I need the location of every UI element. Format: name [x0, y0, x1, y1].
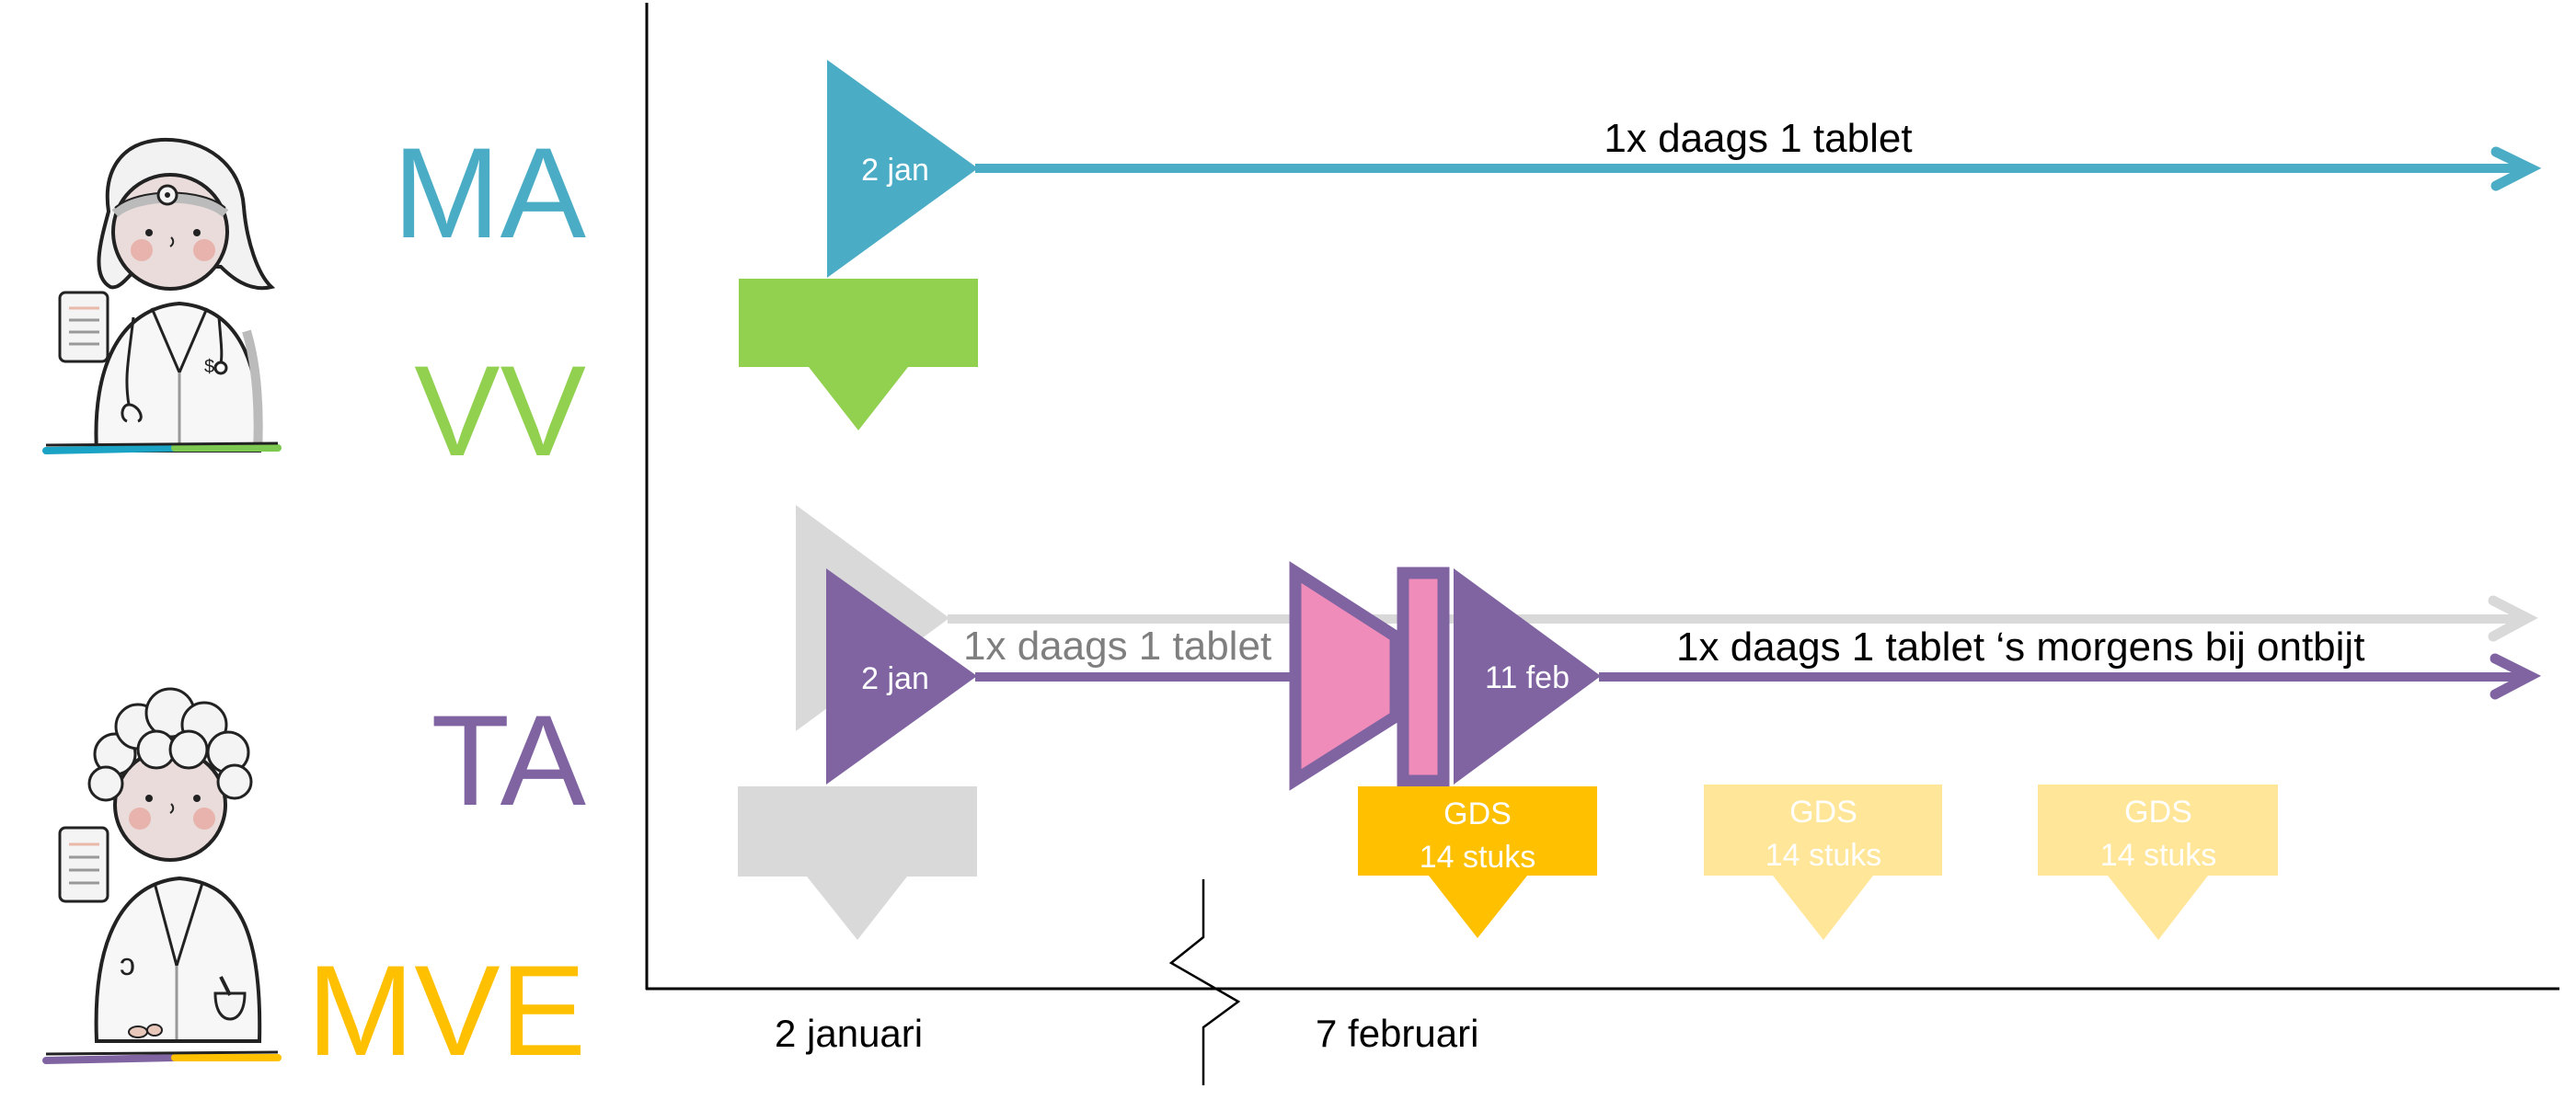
svg-text:ↄ: ↄ [120, 947, 135, 982]
pharmacist-icon: ↄ [42, 687, 282, 1064]
ta-previous-arrow [948, 595, 2538, 642]
dispense-type: GDS [2124, 795, 2192, 830]
vv-verification-marker [739, 279, 978, 430]
mve-previous-dispense-marker [738, 786, 977, 940]
axis-break-icon [1168, 879, 1241, 1085]
dispense-type: GDS [1789, 795, 1857, 830]
dispense-type: GDS [1443, 796, 1512, 831]
role-label-vv: VV [414, 338, 586, 483]
axis-label-break: 7 februari [1316, 1012, 1478, 1055]
axis-label-start: 2 januari [775, 1012, 923, 1055]
ta-first-start-marker [826, 568, 977, 785]
role-label-ma: MA [393, 120, 587, 265]
dispense-quantity: 14 stuks [2100, 838, 2217, 873]
ma-start-date: 2 jan [861, 153, 929, 188]
ta-stop-marker [1289, 561, 1450, 791]
dispense-marker: GDS 14 stuks [1358, 786, 1597, 938]
ta-second-start-date: 11 feb [1485, 660, 1570, 695]
ta-first-start-date: 2 jan [861, 661, 929, 696]
ta-second-start-marker [1454, 568, 1601, 785]
svg-text:$: $ [204, 357, 214, 377]
doctor-icon: $ [42, 137, 282, 454]
ta-new-dosage-label: 1x daags 1 tablet ‘s morgens bij ontbijt [1676, 624, 2364, 670]
dispense-quantity: 14 stuks [1765, 838, 1882, 873]
role-label-ta: TA [431, 688, 586, 832]
role-label-mve: MVE [307, 938, 586, 1083]
dispense-marker: GDS 14 stuks [2038, 785, 2278, 940]
dispense-quantity: 14 stuks [1420, 840, 1536, 875]
ma-dosage-label: 1x daags 1 tablet [1604, 116, 1912, 161]
ta-previous-dosage-label: 1x daags 1 tablet [963, 624, 1271, 669]
dispense-marker: GDS 14 stuks [1704, 785, 1942, 940]
ta-new-prescription-arrow [1599, 653, 2542, 700]
ma-prescription-arrow [975, 146, 2542, 191]
ma-start-marker [827, 60, 978, 278]
